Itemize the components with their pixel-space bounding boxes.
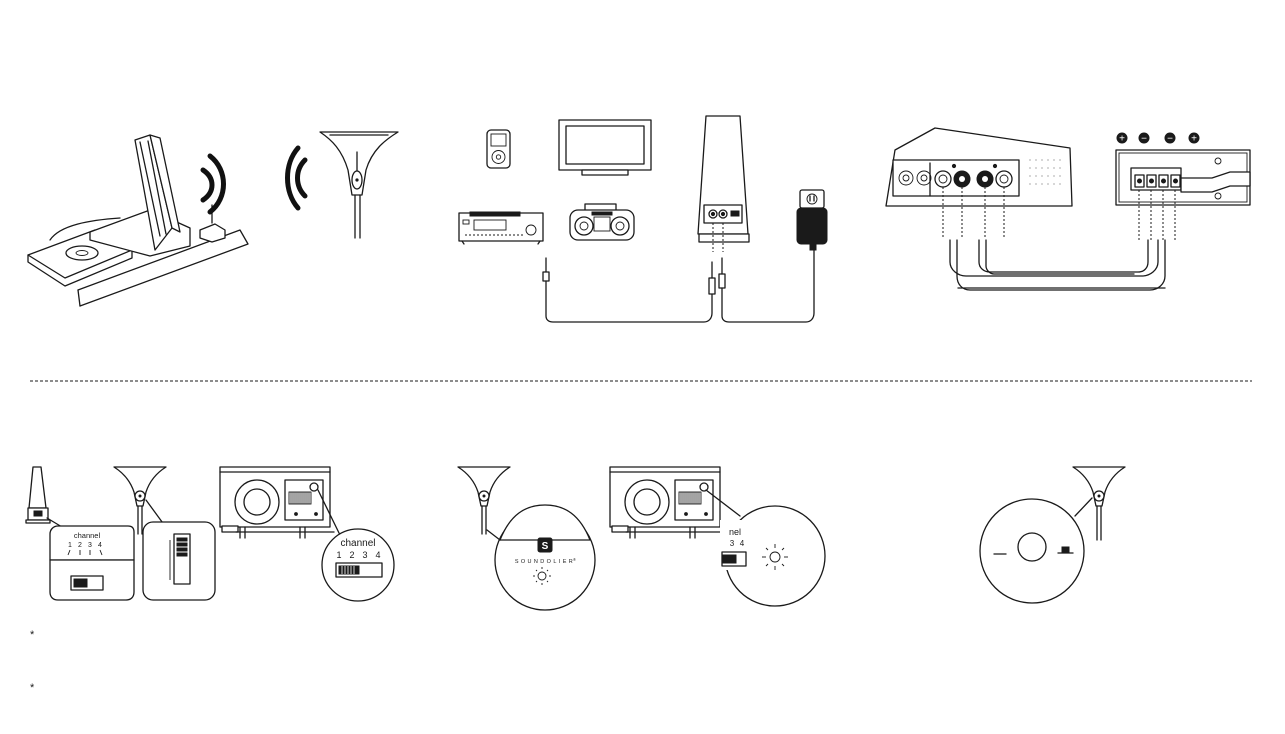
amplifier-terminals (886, 128, 1072, 238)
channel-label: channel (74, 531, 101, 540)
pendant-speaker (320, 132, 398, 238)
footnote-marker-2: * (30, 682, 35, 694)
polarity-marks: + − − + (1117, 133, 1199, 145)
polarity-plus-1: + (1119, 134, 1125, 145)
channel-slider-callout (143, 522, 215, 600)
pendant-speaker (458, 467, 510, 534)
channel-number-1: 1 (68, 542, 72, 549)
transmitter-tower (26, 467, 62, 527)
channel-number-1: 1 (336, 550, 341, 560)
speaker-wire (950, 240, 1165, 290)
brand-registered-mark: ® (573, 557, 576, 562)
channel-switch-callout: channel 1 2 3 4 (322, 529, 394, 601)
tv-icon (559, 120, 651, 175)
footnote-marker-1: * (30, 629, 35, 641)
polarity-minus-1: − (1141, 134, 1147, 145)
polarity-plus-2: + (1191, 134, 1197, 145)
channel-light-callout: nel 3 4 (720, 506, 825, 606)
channel-number-3: 3 (730, 539, 735, 548)
channel-number-2: 2 (349, 550, 354, 560)
svg-text:S: S (542, 541, 549, 552)
channel-label: nel (729, 527, 741, 537)
channel-number-3: 3 (88, 542, 92, 549)
receiver-icon (459, 212, 543, 244)
ipod-icon (487, 130, 510, 168)
wireless-waves-icon (203, 148, 233, 220)
channel-number-4: 4 (375, 550, 380, 560)
channel-number-3: 3 (362, 550, 367, 560)
channel-number-2: 2 (78, 542, 82, 549)
soundolier-light-callout: S SOUNDOLIER ® (487, 505, 595, 610)
brand-name: SOUNDOLIER (515, 559, 575, 565)
channel-switch-callout: channel 1 2 3 4 (50, 526, 134, 600)
boombox-icon (570, 204, 634, 240)
power-adapter-icon (797, 190, 827, 250)
wireless-waves-icon (288, 148, 306, 208)
channel-number-4: 4 (740, 539, 745, 548)
audio-cable (543, 248, 814, 322)
subwoofer (220, 467, 340, 538)
channel-number-4: 4 (98, 542, 102, 549)
power-button-icon (1018, 533, 1046, 561)
pendant-speaker (1073, 467, 1125, 540)
pendant-button-callout (980, 499, 1084, 603)
polarity-minus-2: − (1167, 134, 1173, 145)
speaker-terminal-block (1116, 150, 1250, 240)
channel-label: channel (340, 538, 375, 549)
transmitter-tower (698, 116, 749, 252)
